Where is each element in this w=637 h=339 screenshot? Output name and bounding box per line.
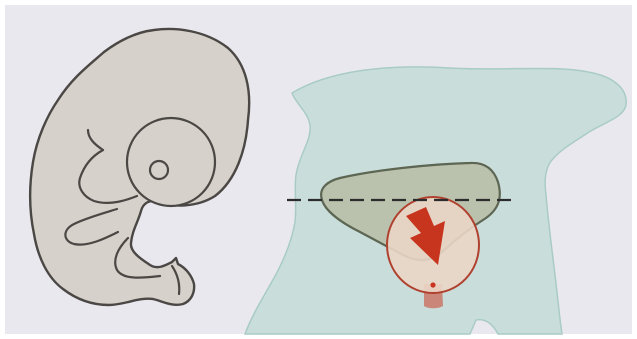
embryo-small-circle (150, 161, 168, 179)
circle-dot (430, 282, 435, 287)
embryo-head-circle (127, 118, 215, 206)
